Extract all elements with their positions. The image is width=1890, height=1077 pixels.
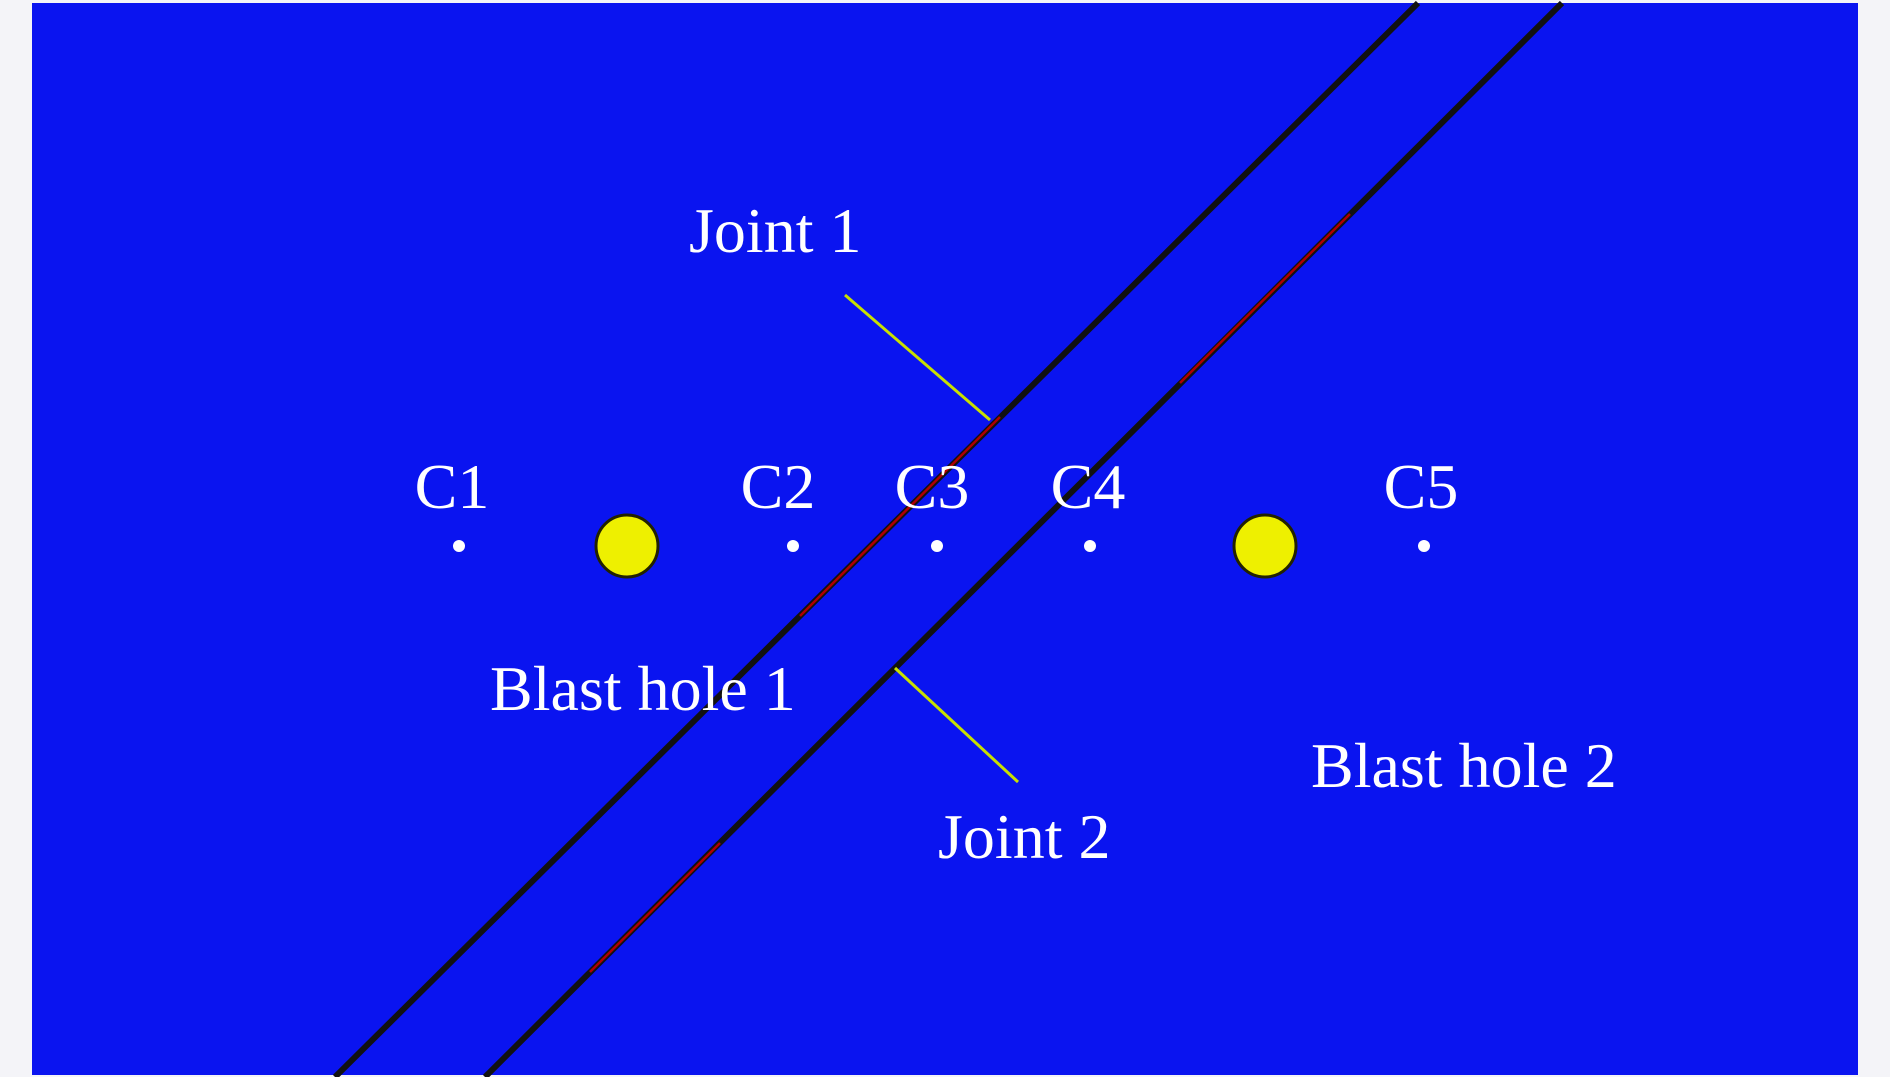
joint-2-leader-line <box>893 666 1020 784</box>
blast-hole-2-marker <box>1232 513 1298 579</box>
monitoring-point-c3-dot <box>931 540 943 552</box>
monitoring-point-c2-dot <box>787 540 799 552</box>
blast-hole-1-label: Blast hole 1 <box>490 653 796 724</box>
joint-2-label: Joint 2 <box>938 801 1110 872</box>
joint-1-label: Joint 1 <box>689 195 861 266</box>
monitoring-point-c1-label: C1 <box>415 451 490 522</box>
blast-hole-1-marker <box>594 513 660 579</box>
blast-hole-2-label: Blast hole 2 <box>1311 730 1617 801</box>
joint-2-accent-lower <box>589 842 721 973</box>
monitoring-point-c2-label: C2 <box>741 451 816 522</box>
joint-1-accent <box>799 416 1001 617</box>
monitoring-point-c4-dot <box>1084 540 1096 552</box>
joint-1-leader-line <box>844 293 991 422</box>
monitoring-point-c1-dot <box>453 540 465 552</box>
rock-mass-background <box>32 3 1858 1075</box>
monitoring-point-c5-dot <box>1418 540 1430 552</box>
joint-2-accent-upper <box>1179 213 1351 384</box>
monitoring-point-c3-label: C3 <box>895 451 970 522</box>
monitoring-point-c5-label: C5 <box>1384 451 1459 522</box>
monitoring-point-c4-label: C4 <box>1051 451 1126 522</box>
